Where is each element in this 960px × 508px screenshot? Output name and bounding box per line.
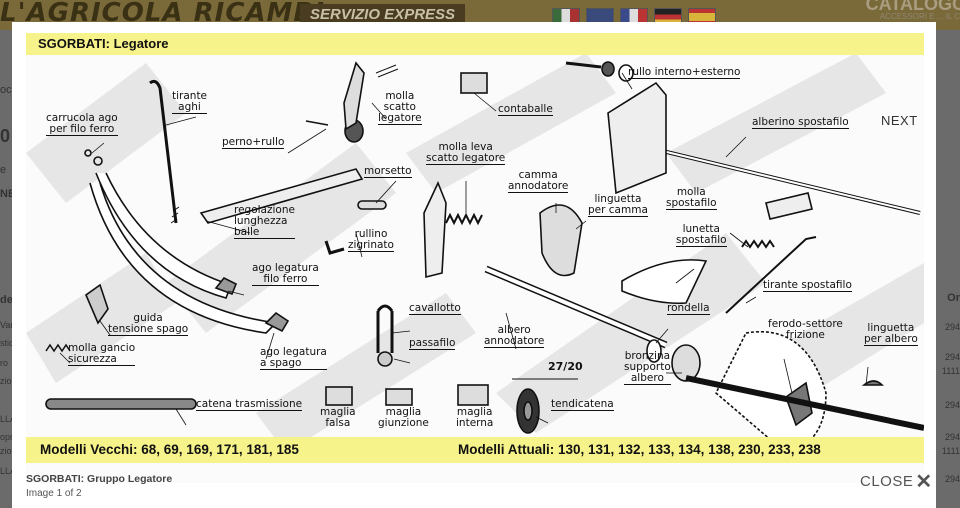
bg-side-text: 294 <box>944 352 960 362</box>
label-camma: camma annodatore <box>508 169 569 193</box>
bg-side-text: LLA <box>0 466 17 476</box>
bg-side-text: 294 <box>944 432 960 442</box>
label-rullo: rullo interno+esterno <box>628 66 741 79</box>
label-rondella: rondella <box>667 302 710 315</box>
diagram-header-strip <box>26 33 924 55</box>
label-tendicatena: tendicatena <box>551 398 614 411</box>
image-counter: Image 1 of 2 <box>26 488 82 499</box>
catalog-title: CATALOGO <box>865 0 960 14</box>
bg-side-text: 294 <box>944 474 960 484</box>
label-cavallotto: cavallotto <box>409 302 461 315</box>
label-tirante-spostafilo: tirante spostafilo <box>763 279 852 292</box>
label-molla-leva: molla leva scatto legatore <box>426 141 506 165</box>
label-molla-scatto: molla scatto legatore <box>378 90 422 125</box>
close-button[interactable]: CLOSE ✕ <box>860 470 933 493</box>
bg-side-text: 294 <box>944 400 960 410</box>
label-rullino: rullino zigrinato <box>348 228 394 252</box>
bg-side-text: 0 <box>0 126 11 146</box>
bg-side-text: Or <box>947 292 960 304</box>
close-label: CLOSE <box>860 473 914 490</box>
bg-side-text: stica <box>0 338 19 348</box>
bg-side-text: opr <box>0 432 14 442</box>
label-linguetta-camma: linguetta per camma <box>588 193 648 217</box>
label-contaballe: contaballe <box>498 103 553 116</box>
label-passafilo: passafilo <box>409 337 456 350</box>
bg-side-text: 1111 <box>941 366 960 376</box>
label-ago-spago: ago legatura a spago <box>260 346 327 370</box>
label-catena: catena trasmissione <box>196 398 303 411</box>
models-new: Modelli Attuali: 130, 131, 132, 133, 134… <box>458 442 821 457</box>
bg-side-text: e <box>0 164 7 176</box>
label-linguetta-albero: linguetta per albero <box>864 322 918 346</box>
parts-diagram-image: SGORBATI: Legatore tirante aghi carrucol… <box>26 33 924 483</box>
label-bronzina: bronzina supporto albero <box>624 350 671 385</box>
image-caption: SGORBATI: Gruppo Legatore <box>26 473 173 485</box>
label-albero: albero annodatore <box>484 324 545 348</box>
bg-side-text: zio <box>0 446 12 456</box>
label-carrucola: carrucola ago per filo ferro <box>46 112 118 136</box>
bg-side-text: zio <box>0 376 12 386</box>
catalog-subtitle: ACCESSORI E ... IL C <box>879 12 960 21</box>
label-molla-spostafilo: molla spostafilo <box>666 186 717 210</box>
lightbox-modal: SGORBATI: Legatore tirante aghi carrucol… <box>12 22 936 508</box>
label-morsetto: morsetto <box>364 165 412 178</box>
label-ferodo: ferodo-settore frizione <box>768 318 843 341</box>
label-tirante-aghi: tirante aghi <box>172 90 208 114</box>
label-molla-gancio: molla gancio sicurezza <box>68 342 136 366</box>
diagram-title: SGORBATI: Legatore <box>38 36 169 51</box>
label-perno-rullo: perno+rullo <box>222 136 285 149</box>
bg-side-text: LLA <box>0 414 17 424</box>
label-ratio: 27/20 <box>548 360 583 373</box>
label-alberino: alberino spostafilo <box>752 116 849 129</box>
bg-side-text: oc <box>0 84 12 96</box>
label-maglia-falsa: maglia falsa <box>320 406 356 429</box>
models-strip <box>26 437 924 463</box>
bg-side-text: 1111 <box>941 446 960 456</box>
bg-side-text: Var <box>0 320 14 330</box>
label-maglia-interna: maglia interna <box>456 406 494 429</box>
next-button[interactable]: NEXT <box>881 113 918 128</box>
bg-side-text: ro <box>0 358 9 368</box>
models-old: Modelli Vecchi: 68, 69, 169, 171, 181, 1… <box>40 442 299 457</box>
label-regolazione: regolazione lunghezza balle <box>234 204 295 239</box>
label-maglia-giunzione: maglia giunzione <box>378 406 429 429</box>
bg-side-text: de <box>0 294 13 306</box>
close-icon: ✕ <box>915 470 933 493</box>
bg-side-text: NE <box>0 188 16 200</box>
bg-side-text: 294 <box>944 322 960 332</box>
language-flags <box>552 8 716 26</box>
label-ago-ferro: ago legatura filo ferro <box>252 262 319 286</box>
label-lunetta: lunetta spostafilo <box>676 223 727 247</box>
label-guida: guida tensione spago <box>108 312 189 336</box>
express-service-banner[interactable]: SERVIZIO EXPRESS <box>300 4 466 25</box>
